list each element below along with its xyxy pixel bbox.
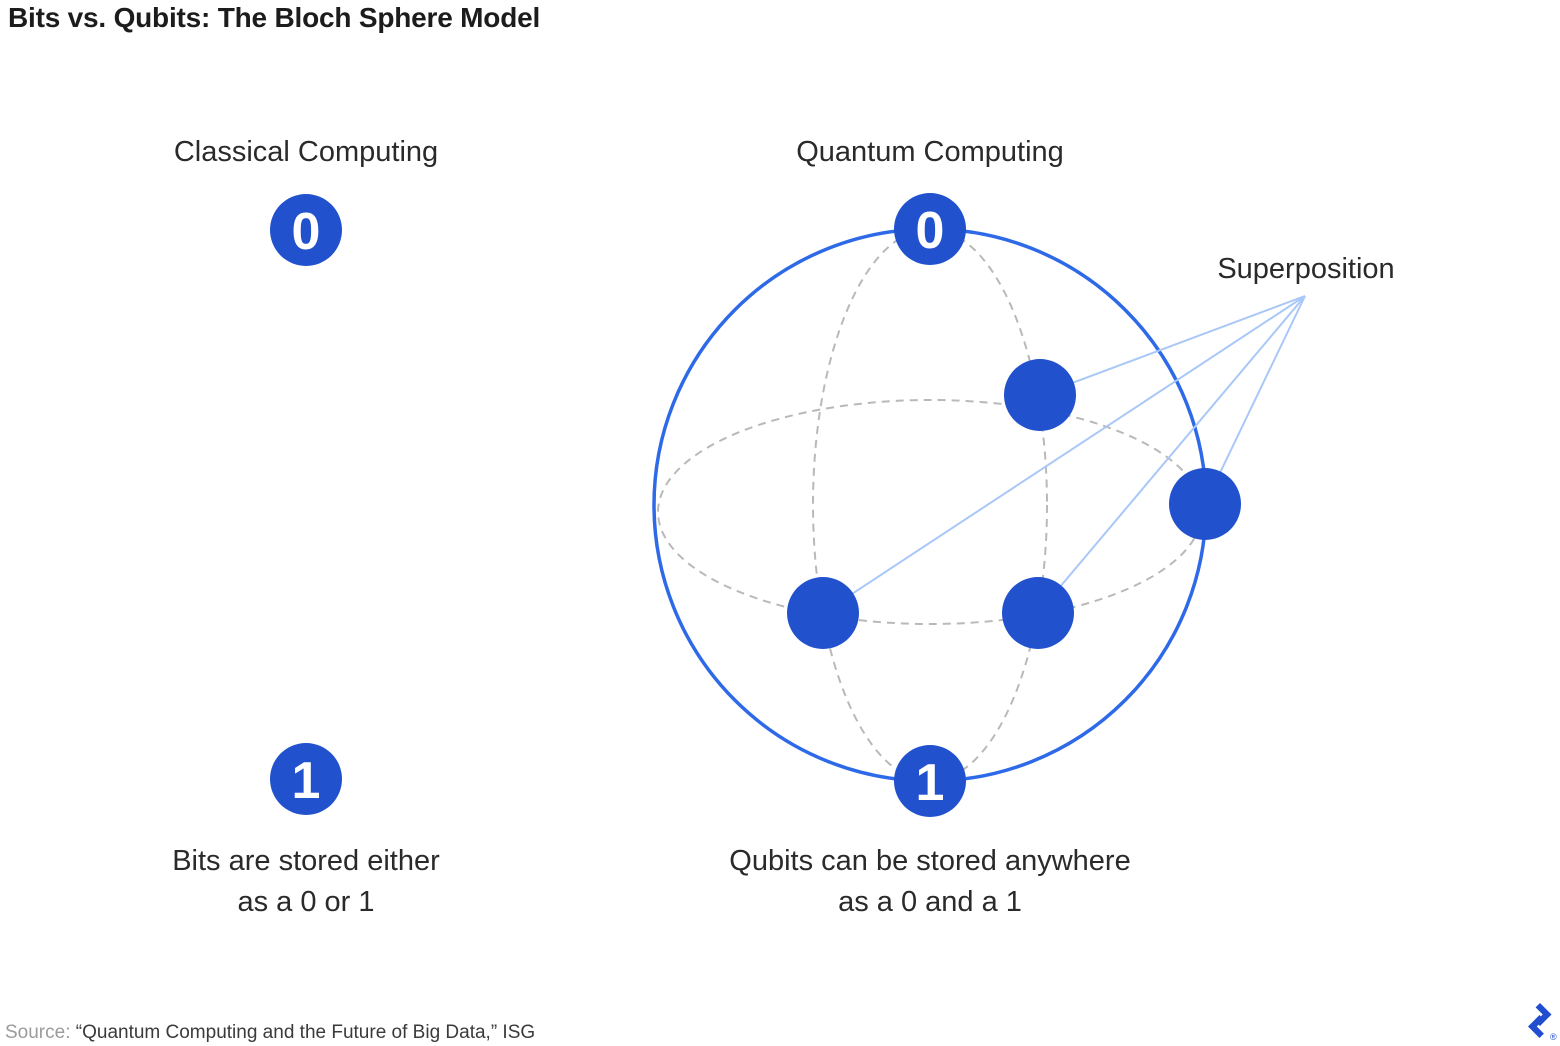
- quantum-caption-line1: Qubits can be stored anywhere: [729, 845, 1131, 877]
- meridian-dashed-ellipse: [812, 228, 1048, 782]
- superposition-dot-lower-left: [787, 577, 859, 649]
- superposition-line-right-dot: [1204, 295, 1306, 505]
- classical-caption-line2: as a 0 or 1: [237, 886, 375, 918]
- classical-caption-line1: Bits are stored either: [172, 845, 440, 877]
- page-title: Bits vs. Qubits: The Bloch Sphere Model: [8, 2, 541, 33]
- quantum-caption: Qubits can be stored anywhere as a 0 and…: [670, 841, 1190, 923]
- bloch-sphere-outline: [652, 227, 1208, 783]
- qubit-one-node: [894, 745, 966, 817]
- registered-trademark-symbol: ®: [1550, 1032, 1557, 1042]
- bit-one-node: [270, 743, 342, 815]
- bit-one-label: 1: [292, 752, 321, 810]
- qubit-one-label: 1: [916, 754, 945, 812]
- superposition-line-lower-left-dot: [822, 295, 1306, 614]
- qubit-zero-label: 0: [916, 202, 945, 260]
- superposition-dot-right: [1169, 468, 1241, 540]
- bit-zero-node: [270, 194, 342, 266]
- classical-caption: Bits are stored either as a 0 or 1: [46, 841, 566, 923]
- quantum-caption-line2: as a 0 and a 1: [838, 886, 1022, 918]
- bit-zero-label: 0: [292, 203, 321, 261]
- superposition-dot-upper: [1004, 359, 1076, 431]
- superposition-line-lower-right-dot: [1037, 295, 1306, 614]
- source-label: Source:: [5, 1022, 71, 1043]
- superposition-line-upper-dot: [1039, 295, 1306, 396]
- source-line: Source: “Quantum Computing and the Futur…: [5, 1022, 535, 1044]
- superposition-label: Superposition: [1217, 253, 1395, 285]
- classical-computing-heading: Classical Computing: [173, 136, 439, 168]
- toptal-logo-lower-chevron: [1528, 1015, 1544, 1038]
- source-text: “Quantum Computing and the Future of Big…: [75, 1022, 536, 1043]
- toptal-logo-icon: ®: [1528, 1003, 1557, 1042]
- quantum-computing-heading: Quantum Computing: [796, 136, 1064, 168]
- superposition-dot-lower-right: [1002, 577, 1074, 649]
- qubit-zero-node: [894, 193, 966, 265]
- equator-dashed-ellipse: [657, 399, 1203, 625]
